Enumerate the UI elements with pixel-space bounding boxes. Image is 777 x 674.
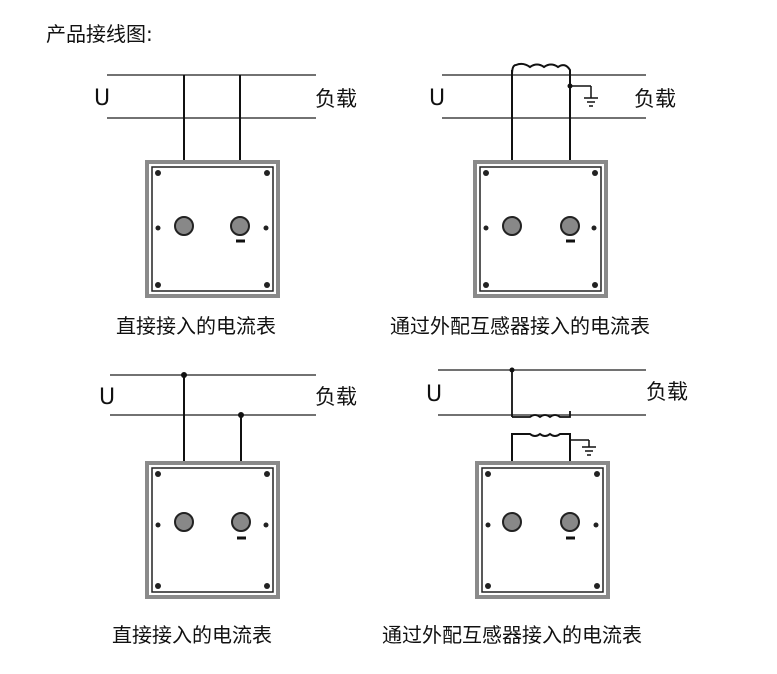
caption: 通过外配互感器接入的电流表: [390, 314, 650, 338]
wiring-diagram-ct-bottom: U 负载 通过外配互感器接入的电流表: [382, 345, 777, 674]
terminal-negative-icon: [230, 216, 250, 236]
load-label: 负载: [634, 87, 676, 111]
ct-secondary-coil-icon: [511, 432, 571, 522]
load-label: 负载: [315, 87, 357, 111]
page-title: 产品接线图:: [46, 22, 153, 46]
caption: 通过外配互感器接入的电流表: [382, 623, 642, 647]
ct-primary-coil-icon: [509, 367, 571, 419]
terminal-negative-icon: [560, 216, 580, 236]
voltage-label: U: [429, 86, 446, 111]
terminal-negative-icon: [560, 512, 580, 532]
terminal-positive-icon: [502, 216, 522, 236]
wiring-diagram-direct-top: U 负载 直接接入的电流表: [0, 0, 390, 345]
load-label: 负载: [646, 380, 688, 404]
diagram-svg: [438, 367, 646, 599]
ammeter-back: [475, 461, 610, 599]
ground-icon: [570, 439, 596, 456]
caption: 直接接入的电流表: [112, 623, 272, 647]
ammeter-back: [473, 160, 608, 298]
ammeter-back: [145, 160, 280, 298]
diagram-svg: [110, 372, 316, 599]
terminal-positive-icon: [174, 216, 194, 236]
ground-icon: [567, 83, 598, 107]
voltage-label: U: [99, 385, 116, 410]
terminal-positive-icon: [174, 512, 194, 532]
terminal-positive-icon: [502, 512, 522, 532]
diagram-svg: [107, 74, 316, 298]
wiring-diagram-ct-top: U 负载 通过外配互感器接入的电流表: [390, 0, 777, 345]
ammeter-back: [145, 461, 280, 599]
terminal-negative-icon: [231, 512, 251, 532]
voltage-label: U: [94, 86, 111, 111]
wiring-diagram-direct-bottom: U 负载 直接接入的电流表: [0, 345, 390, 674]
load-label: 负载: [315, 385, 357, 409]
diagram-svg: [442, 62, 646, 298]
voltage-label: U: [426, 382, 443, 407]
caption: 直接接入的电流表: [116, 314, 276, 338]
ct-coil-icon: [511, 62, 571, 86]
